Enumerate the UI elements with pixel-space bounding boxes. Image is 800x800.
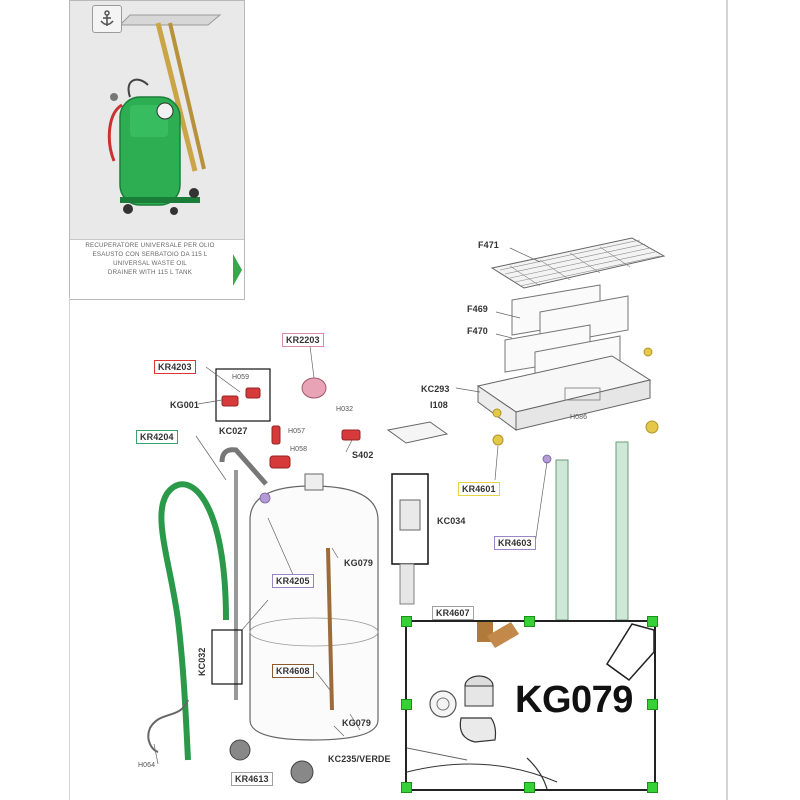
label-h032[interactable]: H032 [336, 406, 354, 413]
handle-kc027 [219, 447, 268, 486]
resize-handle-bottom-right[interactable] [647, 782, 658, 793]
label-kg079-top[interactable]: KG079 [344, 558, 374, 568]
label-f470[interactable]: F470 [467, 326, 488, 336]
label-kr4205[interactable]: KR4205 [272, 574, 314, 588]
red-fittings [221, 387, 361, 469]
label-kr4601[interactable]: KR4601 [458, 482, 500, 496]
label-kc032[interactable]: KC032 [197, 647, 207, 676]
label-kg079-bottom[interactable]: KG079 [342, 718, 372, 728]
oil-tray-kc293 [476, 355, 652, 431]
gauge-kr2203 [301, 377, 327, 399]
zoom-preview-drawing [407, 622, 654, 789]
label-kr4608[interactable]: KR4608 [272, 664, 314, 678]
probe-rod [326, 547, 334, 711]
resize-handle-bottom-left[interactable] [401, 782, 412, 793]
caption-en-line-1: UNIVERSAL WASTE OIL [113, 260, 187, 267]
label-kr4203[interactable]: KR4203 [154, 360, 196, 374]
tank-body [249, 473, 379, 741]
label-kr4607[interactable]: KR4607 [432, 606, 474, 620]
wheels [229, 739, 314, 784]
label-f471[interactable]: F471 [478, 240, 499, 250]
label-kc235[interactable]: KC235/VERDE [328, 754, 391, 764]
label-kc034[interactable]: KC034 [437, 516, 466, 526]
hose-kr4204 [158, 481, 229, 761]
page-divider-right [726, 0, 728, 800]
yellow-hooks [492, 347, 659, 446]
product-caption: RECUPERATORE UNIVERSALE PER OLIO ESAUSTO… [70, 241, 230, 277]
label-h086[interactable]: H086 [570, 414, 588, 421]
label-kr4603[interactable]: KR4603 [494, 536, 536, 550]
small-tray-i108 [386, 421, 449, 444]
page-divider-left [69, 298, 70, 800]
chevron-right-icon [233, 254, 242, 286]
label-h059[interactable]: H059 [232, 374, 250, 381]
zoom-part-label: KG079 [515, 679, 633, 721]
resize-handle-right[interactable] [647, 699, 658, 710]
label-kr2203[interactable]: KR2203 [282, 333, 324, 347]
caption-en-line-2: DRAINER WITH 115 l TANK [107, 269, 193, 276]
caption-it-line-2: ESAUSTO CON SERBATOIO DA 115 l [92, 251, 208, 258]
anchor-icon [100, 10, 114, 26]
label-f469[interactable]: F469 [467, 304, 488, 314]
label-kr4204[interactable]: KR4204 [136, 430, 178, 444]
drainer-illustration [70, 1, 244, 239]
label-s402[interactable]: S402 [352, 450, 374, 460]
anchor-button[interactable] [92, 5, 122, 33]
resize-handle-left[interactable] [401, 699, 412, 710]
label-h064[interactable]: H064 [138, 762, 156, 769]
caption-it-line-1: RECUPERATORE UNIVERSALE PER OLIO [85, 242, 215, 249]
label-h058[interactable]: H058 [290, 446, 308, 453]
next-product-button[interactable] [230, 242, 244, 298]
label-kc027[interactable]: KC027 [219, 426, 248, 436]
resize-handle-top-left[interactable] [401, 616, 412, 627]
resize-handle-top[interactable] [524, 616, 535, 627]
product-thumbnail-panel: RECUPERATORE UNIVERSALE PER OLIO ESAUSTO… [69, 0, 245, 300]
zoom-preview-panel[interactable]: KG079 [405, 620, 656, 791]
label-i108[interactable]: I108 [430, 400, 448, 410]
label-h057[interactable]: H057 [288, 428, 306, 435]
grid-tray-f471 [490, 237, 666, 289]
support-tubes [555, 441, 629, 621]
resize-handle-top-right[interactable] [647, 616, 658, 627]
resize-handle-bottom[interactable] [524, 782, 535, 793]
label-kg001[interactable]: KG001 [170, 400, 200, 410]
product-thumbnail-image[interactable] [70, 1, 244, 240]
label-kr4613[interactable]: KR4613 [231, 772, 273, 786]
label-kc293[interactable]: KC293 [421, 384, 450, 394]
